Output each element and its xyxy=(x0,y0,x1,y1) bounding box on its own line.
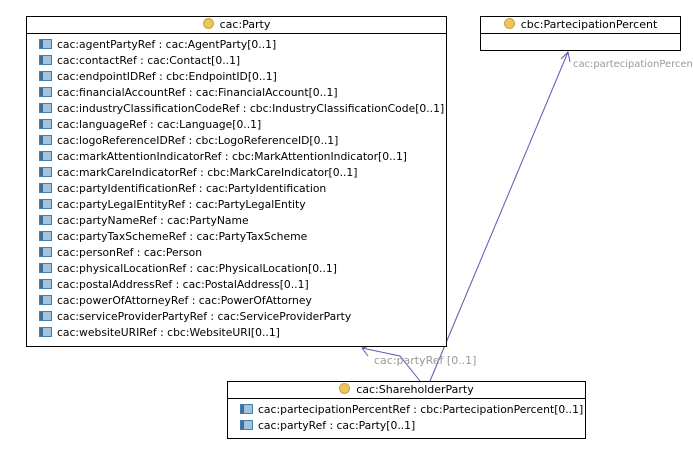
attribute-icon xyxy=(39,167,52,177)
party-class-header: cac:Party xyxy=(27,17,446,34)
attribute-icon xyxy=(39,247,52,257)
party-attribute-list: cac:agentPartyRef : cac:AgentParty[0..1]… xyxy=(27,34,446,341)
attribute-label: cac:endpointIDRef : cbc:EndpointID[0..1] xyxy=(57,70,277,83)
party-class-name: cac:Party xyxy=(219,18,271,31)
attribute-icon xyxy=(39,231,52,241)
attribute-icon xyxy=(39,215,52,225)
attribute-icon xyxy=(39,183,52,193)
partecipation-percent-class-header: cbc:PartecipationPercent xyxy=(481,17,680,34)
shareholder-party-class-header: cac:ShareholderParty xyxy=(228,382,585,399)
attribute-icon xyxy=(240,420,253,430)
partecipation-percent-class[interactable]: cbc:PartecipationPercent xyxy=(480,16,681,51)
attribute-label: cac:financialAccountRef : cac:FinancialA… xyxy=(57,86,338,99)
attribute-icon xyxy=(39,71,52,81)
attribute-label: cac:industryClassificationCodeRef : cbc:… xyxy=(57,102,445,115)
attribute-row[interactable]: cac:contactRef : cac:Contact[0..1] xyxy=(27,53,446,69)
class-icon xyxy=(339,383,351,394)
percent-ref-edge-label: cac:partecipationPercen xyxy=(573,59,693,70)
attribute-row[interactable]: cac:physicalLocationRef : cac:PhysicalLo… xyxy=(27,261,446,277)
attribute-row[interactable]: cac:industryClassificationCodeRef : cbc:… xyxy=(27,101,446,117)
attribute-label: cac:partyTaxSchemeRef : cac:PartyTaxSche… xyxy=(57,230,308,243)
attribute-label: cac:powerOfAttorneyRef : cac:PowerOfAtto… xyxy=(57,294,312,307)
attribute-label: cac:postalAddressRef : cac:PostalAddress… xyxy=(57,278,309,291)
attribute-label: cac:serviceProviderPartyRef : cac:Servic… xyxy=(57,310,352,323)
attribute-label: cac:markCareIndicatorRef : cbc:MarkCareI… xyxy=(57,166,358,179)
attribute-row[interactable]: cac:partecipationPercentRef : cbc:Partec… xyxy=(228,402,585,418)
attribute-row[interactable]: cac:financialAccountRef : cac:FinancialA… xyxy=(27,85,446,101)
attribute-icon xyxy=(240,404,253,414)
party-ref-edge[interactable] xyxy=(361,347,421,382)
attribute-label: cac:partyNameRef : cac:PartyName xyxy=(57,214,249,227)
percent-ref-arrowhead xyxy=(560,50,571,63)
attribute-icon xyxy=(39,103,52,113)
attribute-row[interactable]: cac:partyIdentificationRef : cac:PartyId… xyxy=(27,181,446,197)
shareholder-party-class[interactable]: cac:ShareholderParty cac:partecipationPe… xyxy=(227,381,586,439)
attribute-icon xyxy=(39,87,52,97)
attribute-icon xyxy=(39,199,52,209)
attribute-row[interactable]: cac:endpointIDRef : cbc:EndpointID[0..1] xyxy=(27,69,446,85)
party-class[interactable]: cac:Party cac:agentPartyRef : cac:AgentP… xyxy=(26,16,447,347)
attribute-icon xyxy=(39,295,52,305)
attribute-row[interactable]: cac:partyRef : cac:Party[0..1] xyxy=(228,418,585,434)
attribute-icon xyxy=(39,39,52,49)
attribute-label: cac:markAttentionIndicatorRef : cbc:Mark… xyxy=(57,150,407,163)
attribute-label: cac:partyLegalEntityRef : cac:PartyLegal… xyxy=(57,198,306,211)
attribute-row[interactable]: cac:markCareIndicatorRef : cbc:MarkCareI… xyxy=(27,165,446,181)
attribute-label: cac:personRef : cac:Person xyxy=(57,246,203,259)
attribute-icon xyxy=(39,327,52,337)
attribute-label: cac:physicalLocationRef : cac:PhysicalLo… xyxy=(57,262,337,275)
attribute-label: cac:partyRef : cac:Party[0..1] xyxy=(258,419,416,432)
partecipation-percent-class-name: cbc:PartecipationPercent xyxy=(520,18,658,31)
attribute-label: cac:partyIdentificationRef : cac:PartyId… xyxy=(57,182,327,195)
shareholder-party-class-name: cac:ShareholderParty xyxy=(356,383,474,396)
percent-ref-edge[interactable] xyxy=(429,51,569,382)
attribute-row[interactable]: cac:agentPartyRef : cac:AgentParty[0..1] xyxy=(27,37,446,53)
attribute-icon xyxy=(39,151,52,161)
party-ref-arrowhead xyxy=(361,345,371,357)
attribute-label: cac:partecipationPercentRef : cbc:Partec… xyxy=(258,403,584,416)
shareholder-attribute-list: cac:partecipationPercentRef : cbc:Partec… xyxy=(228,399,585,434)
attribute-label: cac:agentPartyRef : cac:AgentParty[0..1] xyxy=(57,38,277,51)
attribute-row[interactable]: cac:postalAddressRef : cac:PostalAddress… xyxy=(27,277,446,293)
attribute-icon xyxy=(39,135,52,145)
attribute-row[interactable]: cac:partyLegalEntityRef : cac:PartyLegal… xyxy=(27,197,446,213)
attribute-row[interactable]: cac:personRef : cac:Person xyxy=(27,245,446,261)
attribute-row[interactable]: cac:powerOfAttorneyRef : cac:PowerOfAtto… xyxy=(27,293,446,309)
attribute-row[interactable]: cac:markAttentionIndicatorRef : cbc:Mark… xyxy=(27,149,446,165)
attribute-row[interactable]: cac:languageRef : cac:Language[0..1] xyxy=(27,117,446,133)
attribute-label: cac:websiteURIRef : cbc:WebsiteURI[0..1] xyxy=(57,326,280,339)
class-icon xyxy=(503,18,515,29)
attribute-row[interactable]: cac:logoReferenceIDRef : cbc:LogoReferen… xyxy=(27,133,446,149)
attribute-icon xyxy=(39,119,52,129)
attribute-label: cac:logoReferenceIDRef : cbc:LogoReferen… xyxy=(57,134,339,147)
class-icon xyxy=(202,18,214,29)
attribute-row[interactable]: cac:partyNameRef : cac:PartyName xyxy=(27,213,446,229)
attribute-label: cac:contactRef : cac:Contact[0..1] xyxy=(57,54,241,67)
attribute-row[interactable]: cac:serviceProviderPartyRef : cac:Servic… xyxy=(27,309,446,325)
attribute-icon xyxy=(39,279,52,289)
attribute-row[interactable]: cac:websiteURIRef : cbc:WebsiteURI[0..1] xyxy=(27,325,446,341)
attribute-icon xyxy=(39,311,52,321)
attribute-row[interactable]: cac:partyTaxSchemeRef : cac:PartyTaxSche… xyxy=(27,229,446,245)
attribute-label: cac:languageRef : cac:Language[0..1] xyxy=(57,118,262,131)
attribute-icon xyxy=(39,55,52,65)
party-ref-edge-label: cac:partyRef [0..1] xyxy=(374,354,477,367)
attribute-icon xyxy=(39,263,52,273)
